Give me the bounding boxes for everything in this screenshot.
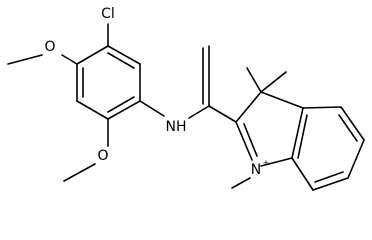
bond-methyl-b: [260, 71, 287, 93]
bond: [260, 91, 304, 109]
bond: [76, 45, 109, 65]
dimethoxyphenyl-ring: [76, 45, 141, 120]
bond: [291, 107, 304, 159]
bond: [347, 139, 365, 179]
fused-benzene-ring: [291, 106, 365, 191]
oxygen-label-upper: O: [44, 39, 55, 55]
indolium-five-ring: [235, 91, 304, 167]
structure-diagram: Cl O O NH N +: [7, 6, 365, 191]
ring-nitrogen-label: N: [251, 162, 261, 178]
bond: [107, 45, 141, 65]
bond: [291, 157, 314, 191]
double-bond-inner: [297, 114, 308, 159]
positive-charge: +: [263, 159, 270, 168]
bond-o-methyl-lower: [63, 163, 96, 182]
bond: [76, 100, 109, 120]
bond-methyl-a: [246, 67, 262, 93]
bond-n-methyl: [231, 177, 251, 189]
bond: [235, 91, 262, 123]
bond: [107, 100, 141, 120]
bond-c-o-upper: [61, 54, 78, 65]
double-bond-inner: [338, 114, 358, 142]
bond: [340, 106, 365, 141]
bond-vinyl-c2: [208, 105, 237, 123]
bond-nh-vinyl: [188, 105, 210, 119]
bond: [302, 106, 342, 109]
bond: [312, 177, 349, 191]
double-bond-inner: [107, 52, 135, 69]
chlorine-label: Cl: [101, 6, 115, 22]
double-bond-inner: [314, 171, 344, 183]
double-bond-c-n: [243, 123, 258, 157]
bond: [235, 121, 253, 161]
bond: [260, 157, 293, 167]
bond-ring-nh: [139, 100, 165, 117]
amine-label: NH: [166, 119, 187, 135]
bond-o-methyl-upper: [7, 54, 43, 65]
oxygen-label-lower: O: [97, 148, 108, 164]
double-bond-inner: [107, 96, 135, 113]
